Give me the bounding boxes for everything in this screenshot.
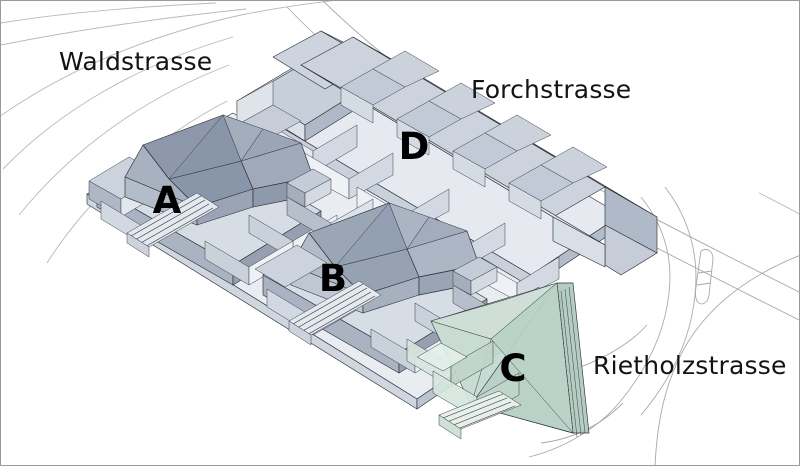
building-label-C: C <box>499 347 526 390</box>
traffic-island-icon <box>694 248 714 305</box>
building-C-mass <box>406 282 590 438</box>
street-label-forchstrasse: Forchstrasse <box>471 75 631 104</box>
entrance-stairs-A <box>126 192 220 258</box>
street-label-waldstrasse: Waldstrasse <box>59 47 212 76</box>
street-label-group: Waldstrasse Forchstrasse Rietholzstrasse <box>59 47 787 380</box>
street-label-rietholzstrasse: Rietholzstrasse <box>593 351 787 380</box>
entrance-stairs-B <box>288 280 382 346</box>
entrance-stairs-C <box>438 390 522 440</box>
building-label-group: A B C D <box>153 125 527 390</box>
building-label-A: A <box>153 179 182 222</box>
building-label-B: B <box>319 257 347 300</box>
building-label-D: D <box>399 125 430 168</box>
